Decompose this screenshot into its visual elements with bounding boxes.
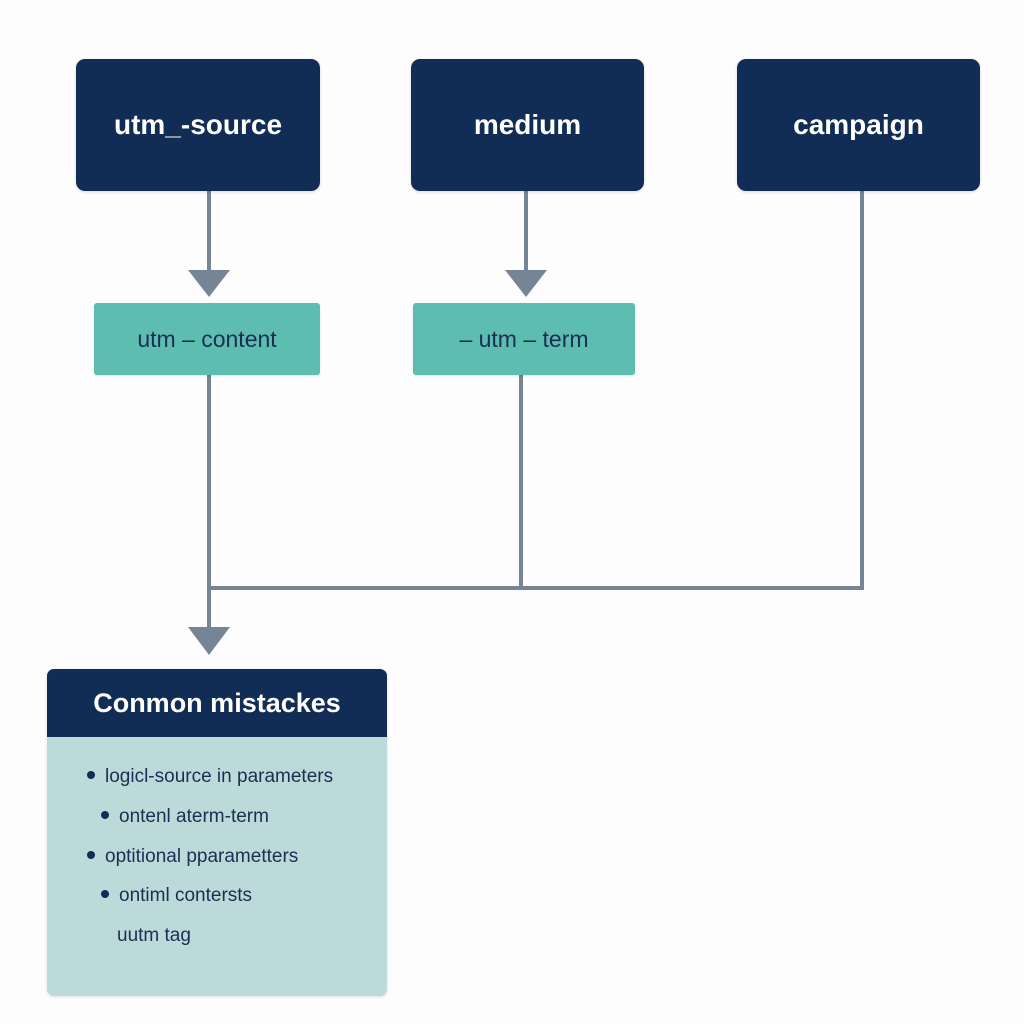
node-campaign-label: campaign — [793, 109, 924, 140]
common-mistakes-header: Conmon mistackes — [47, 669, 387, 737]
node-utm-term-label: – utm – term — [459, 325, 589, 352]
node-medium-label: medium — [473, 109, 582, 140]
bullet-icon — [101, 889, 109, 898]
list-item: ontiml contersts — [101, 885, 252, 907]
bullet-icon — [87, 850, 95, 859]
list-item-text: logicl-source in parameters — [105, 766, 334, 787]
node-utm-term: – utm – term — [413, 303, 635, 375]
bullet-icon — [87, 770, 95, 779]
list-item-text: uutm tag — [117, 925, 191, 946]
list-item: logicl-source in parameters — [87, 766, 333, 788]
list-item: uutm tag — [117, 925, 191, 947]
node-medium: medium — [411, 59, 644, 191]
list-item-text: ontiml contersts — [119, 885, 253, 906]
list-item-text: optitional pparametters — [105, 846, 299, 867]
list-item: optitional pparametters — [87, 846, 298, 868]
list-item-text: ontenl aterm-term — [119, 806, 269, 827]
node-utm-content: utm – content — [94, 303, 320, 375]
node-campaign: campaign — [737, 59, 980, 191]
node-utm-content-label: utm – content — [137, 325, 277, 352]
common-mistakes-panel: Conmon mistackes logicl-source in parame… — [47, 669, 387, 996]
arrowhead-content — [188, 270, 230, 297]
node-utm-source: utm_-source — [76, 59, 320, 191]
node-utm-source-label: utm_-source — [113, 109, 283, 140]
arrowhead-term — [505, 270, 547, 297]
common-mistakes-title: Conmon mistackes — [93, 687, 341, 718]
list-item: ontenl aterm-term — [101, 806, 269, 828]
bullet-icon — [101, 810, 109, 819]
arrowhead-mistakes — [188, 627, 230, 655]
